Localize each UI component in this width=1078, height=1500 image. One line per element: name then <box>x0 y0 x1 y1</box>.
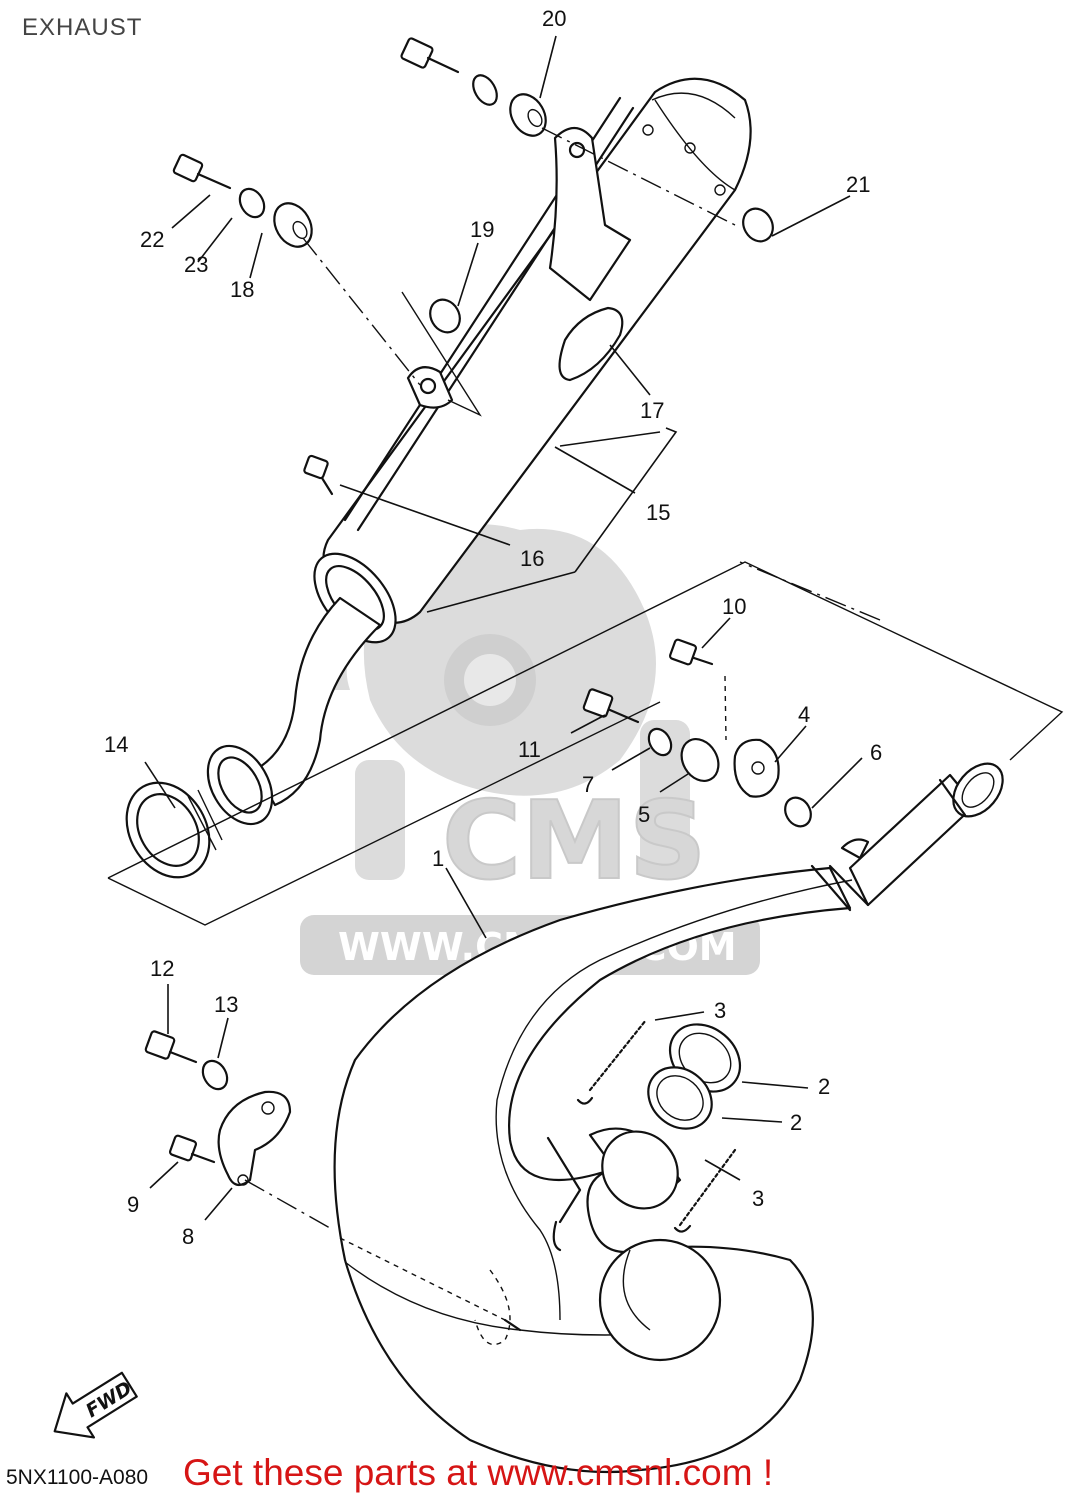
callout-14: 14 <box>104 732 128 757</box>
rear-stay <box>144 1030 292 1187</box>
callout-17: 17 <box>640 398 664 423</box>
dashed-path-stay <box>339 1237 506 1321</box>
centerline-stay <box>244 1179 331 1229</box>
callout-2a: 2 <box>818 1074 830 1099</box>
callout-19: 19 <box>470 217 494 242</box>
leader-lines <box>144 35 863 1221</box>
callout-8: 8 <box>182 1224 194 1249</box>
page-title: EXHAUST <box>22 14 143 41</box>
callout-15: 15 <box>646 500 670 525</box>
callout-21: 21 <box>846 172 870 197</box>
callout-23: 23 <box>184 252 208 277</box>
springs-gaskets <box>546 1018 742 1252</box>
exhaust-pipe <box>333 762 1004 1474</box>
callout-12: 12 <box>150 956 174 981</box>
callout-22: 22 <box>140 227 164 252</box>
callout-6: 6 <box>870 740 882 765</box>
callout-2b: 2 <box>790 1110 802 1135</box>
callout-9: 9 <box>127 1192 139 1217</box>
callout-11: 11 <box>518 737 541 762</box>
stay-fasteners <box>582 638 812 828</box>
centerline-muffler <box>739 561 881 621</box>
callout-13: 13 <box>214 992 238 1017</box>
callout-labels: 1 2 2 3 3 4 5 6 7 8 9 10 11 12 13 14 15 … <box>104 6 882 1249</box>
callout-18: 18 <box>230 277 254 302</box>
callout-5: 5 <box>638 802 650 827</box>
callout-1: 1 <box>432 846 444 871</box>
callout-7: 7 <box>582 772 594 797</box>
muffler-fasteners <box>172 37 774 496</box>
callout-10: 10 <box>722 594 746 619</box>
watermark-brand: CMS <box>442 779 707 904</box>
diagram-code: 5NX1100-A080 <box>6 1466 149 1489</box>
callout-3a: 3 <box>714 998 726 1023</box>
callout-3b: 3 <box>752 1186 764 1211</box>
promo-link[interactable]: Get these parts at www.cmsnl.com ! <box>183 1452 774 1493</box>
fwd-arrow: FWD <box>53 1371 138 1439</box>
callout-4: 4 <box>798 702 810 727</box>
callout-20: 20 <box>542 6 566 31</box>
subassembly-box <box>107 561 1064 926</box>
callout-16: 16 <box>520 546 544 571</box>
